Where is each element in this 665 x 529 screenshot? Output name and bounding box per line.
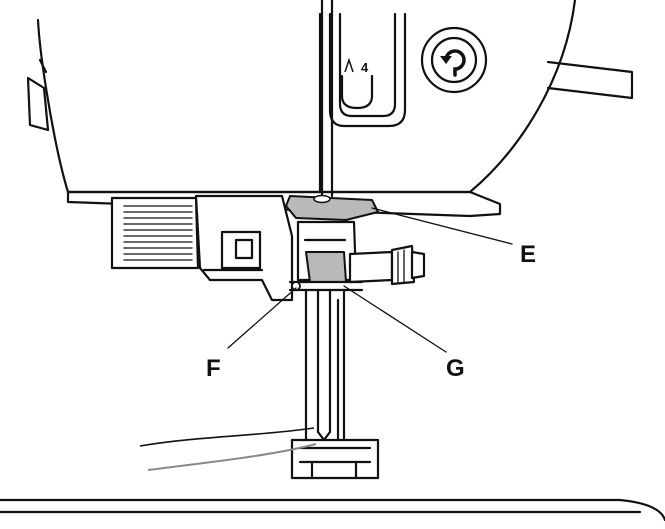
needle-bar <box>320 0 334 198</box>
thread-guide-number: 4 <box>361 60 369 75</box>
callout-g: G <box>446 355 465 382</box>
thread-guide-slot: 4 <box>318 12 407 194</box>
callout-e: E <box>520 241 536 268</box>
leader-f <box>227 287 297 349</box>
knob-grip-lines <box>123 205 193 261</box>
up-arrow-icon <box>344 57 354 73</box>
presser-foot <box>290 288 380 480</box>
leader-g <box>343 285 447 353</box>
needle-plate <box>0 498 665 522</box>
reverse-stitch-icon <box>440 49 466 77</box>
leader-e <box>371 207 513 245</box>
reverse-button[interactable] <box>420 26 488 94</box>
machine-head <box>26 0 634 218</box>
callout-leaders <box>227 207 513 353</box>
callout-f: F <box>206 355 221 382</box>
needle <box>316 288 332 442</box>
threads <box>139 427 317 471</box>
needle-clamp-assembly <box>110 194 426 302</box>
